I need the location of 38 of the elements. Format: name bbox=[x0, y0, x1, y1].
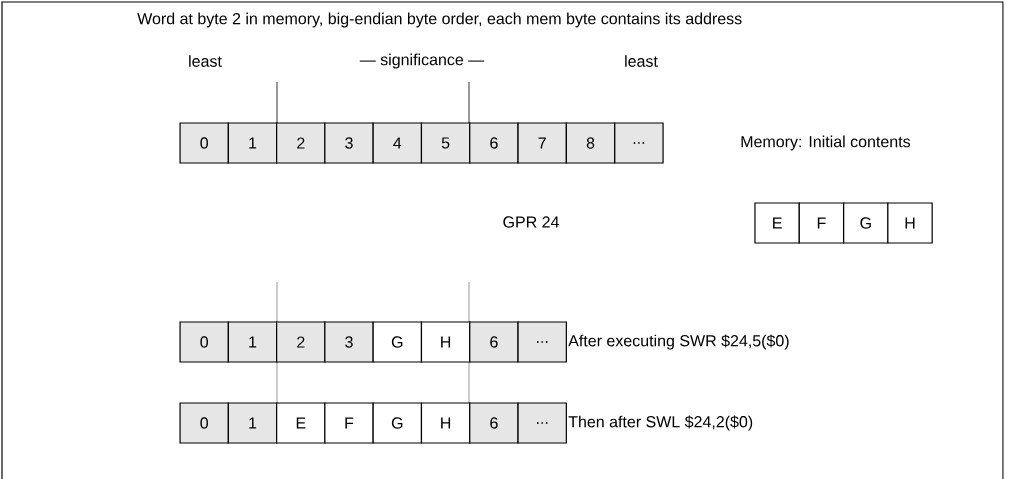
memory-cell: 2 bbox=[276, 321, 326, 363]
text-label: — significance — bbox=[359, 53, 485, 69]
memory-cell: F bbox=[324, 402, 374, 444]
memory-cell: ... bbox=[517, 321, 567, 363]
memory-cell: E bbox=[276, 402, 326, 444]
register-cell: E bbox=[754, 202, 800, 244]
memory-cell: H bbox=[420, 321, 471, 363]
memory-cell: 1 bbox=[227, 122, 278, 164]
register-cell: F bbox=[798, 202, 845, 244]
memory-cell: ... bbox=[614, 122, 664, 164]
text-label: least bbox=[189, 55, 222, 67]
memory-cell: 0 bbox=[179, 402, 229, 444]
memory-cell: 3 bbox=[324, 321, 374, 363]
text-label: least bbox=[625, 55, 658, 67]
memory-cell: ... bbox=[517, 402, 567, 444]
text-label: After executing SWR $24,5($0) bbox=[568, 334, 789, 350]
memory-cell: 6 bbox=[469, 321, 519, 363]
memory-cell: 3 bbox=[324, 122, 374, 164]
text-label: GPR 24 bbox=[503, 216, 559, 228]
memory-cell: 1 bbox=[227, 402, 278, 444]
memory-cell: 4 bbox=[372, 122, 423, 164]
memory-cell: H bbox=[420, 402, 471, 444]
memory-cell: 5 bbox=[420, 122, 471, 164]
memory-cell: 6 bbox=[469, 402, 519, 444]
memory-cell: 8 bbox=[565, 122, 616, 164]
text-label: Memory: Initial contents bbox=[741, 135, 911, 151]
memory-cell: G bbox=[372, 321, 423, 363]
memory-cell: 2 bbox=[276, 122, 326, 164]
memory-cell: 7 bbox=[517, 122, 567, 164]
memory-cell: 0 bbox=[179, 321, 229, 363]
memory-cell: 0 bbox=[179, 122, 229, 164]
memory-cell: 6 bbox=[469, 122, 519, 164]
title: Word at byte 2 in memory, big-endian byte order, each mem byte contains its address bbox=[137, 12, 742, 28]
memory-cell: 1 bbox=[227, 321, 278, 363]
register-cell: G bbox=[843, 202, 889, 244]
register-cell: H bbox=[887, 202, 933, 244]
memory-cell: G bbox=[372, 402, 423, 444]
text-label: Then after SWL $24,2($0) bbox=[568, 415, 753, 431]
